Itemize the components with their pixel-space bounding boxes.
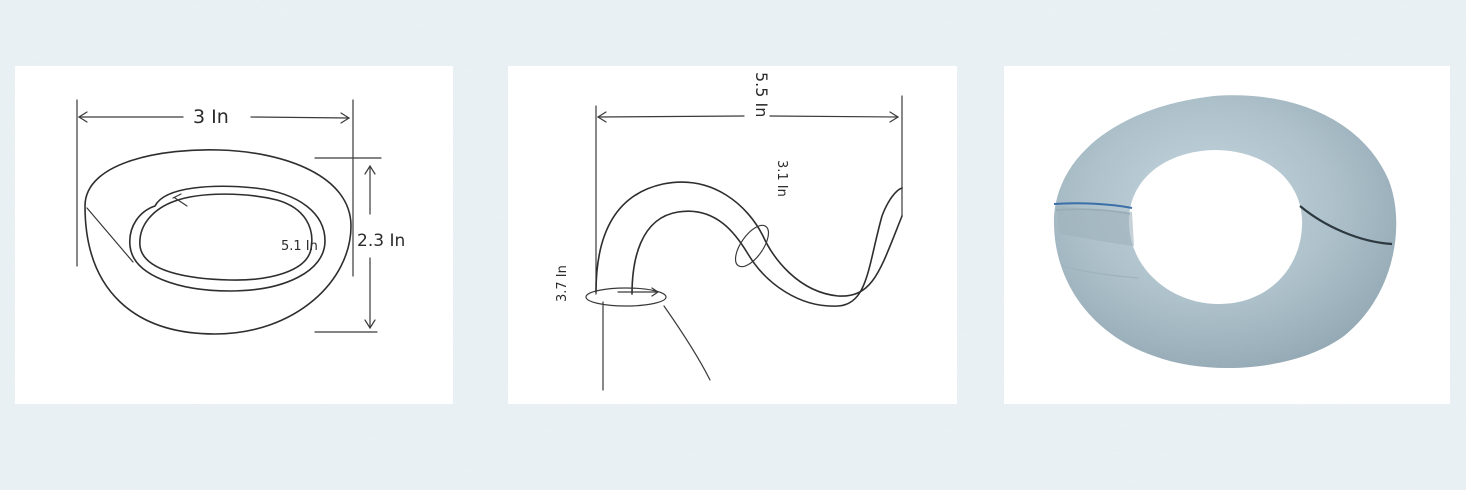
foam-ring-photo-panel	[1004, 66, 1450, 404]
bottom-ring-label: 3.7 In	[555, 265, 570, 302]
hook-sketch-panel: 5.5 In 3.1 In 3.7 In	[508, 66, 957, 404]
hook-sketch: 5.5 In 3.1 In 3.7 In	[555, 72, 903, 391]
height-label: 2.3 In	[357, 231, 405, 251]
foam-ring-photo	[1053, 95, 1397, 369]
ring-sketch: 3 In 2.3 In 5.1 In	[76, 99, 405, 335]
ring-sketch-panel: 3 In 2.3 In 5.1 In	[15, 66, 453, 404]
width-label: 3 In	[193, 106, 229, 128]
inner-label: 5.1 In	[281, 239, 318, 254]
top-ring-label: 3.1 In	[774, 160, 789, 197]
width-label: 5.5 In	[752, 72, 771, 117]
